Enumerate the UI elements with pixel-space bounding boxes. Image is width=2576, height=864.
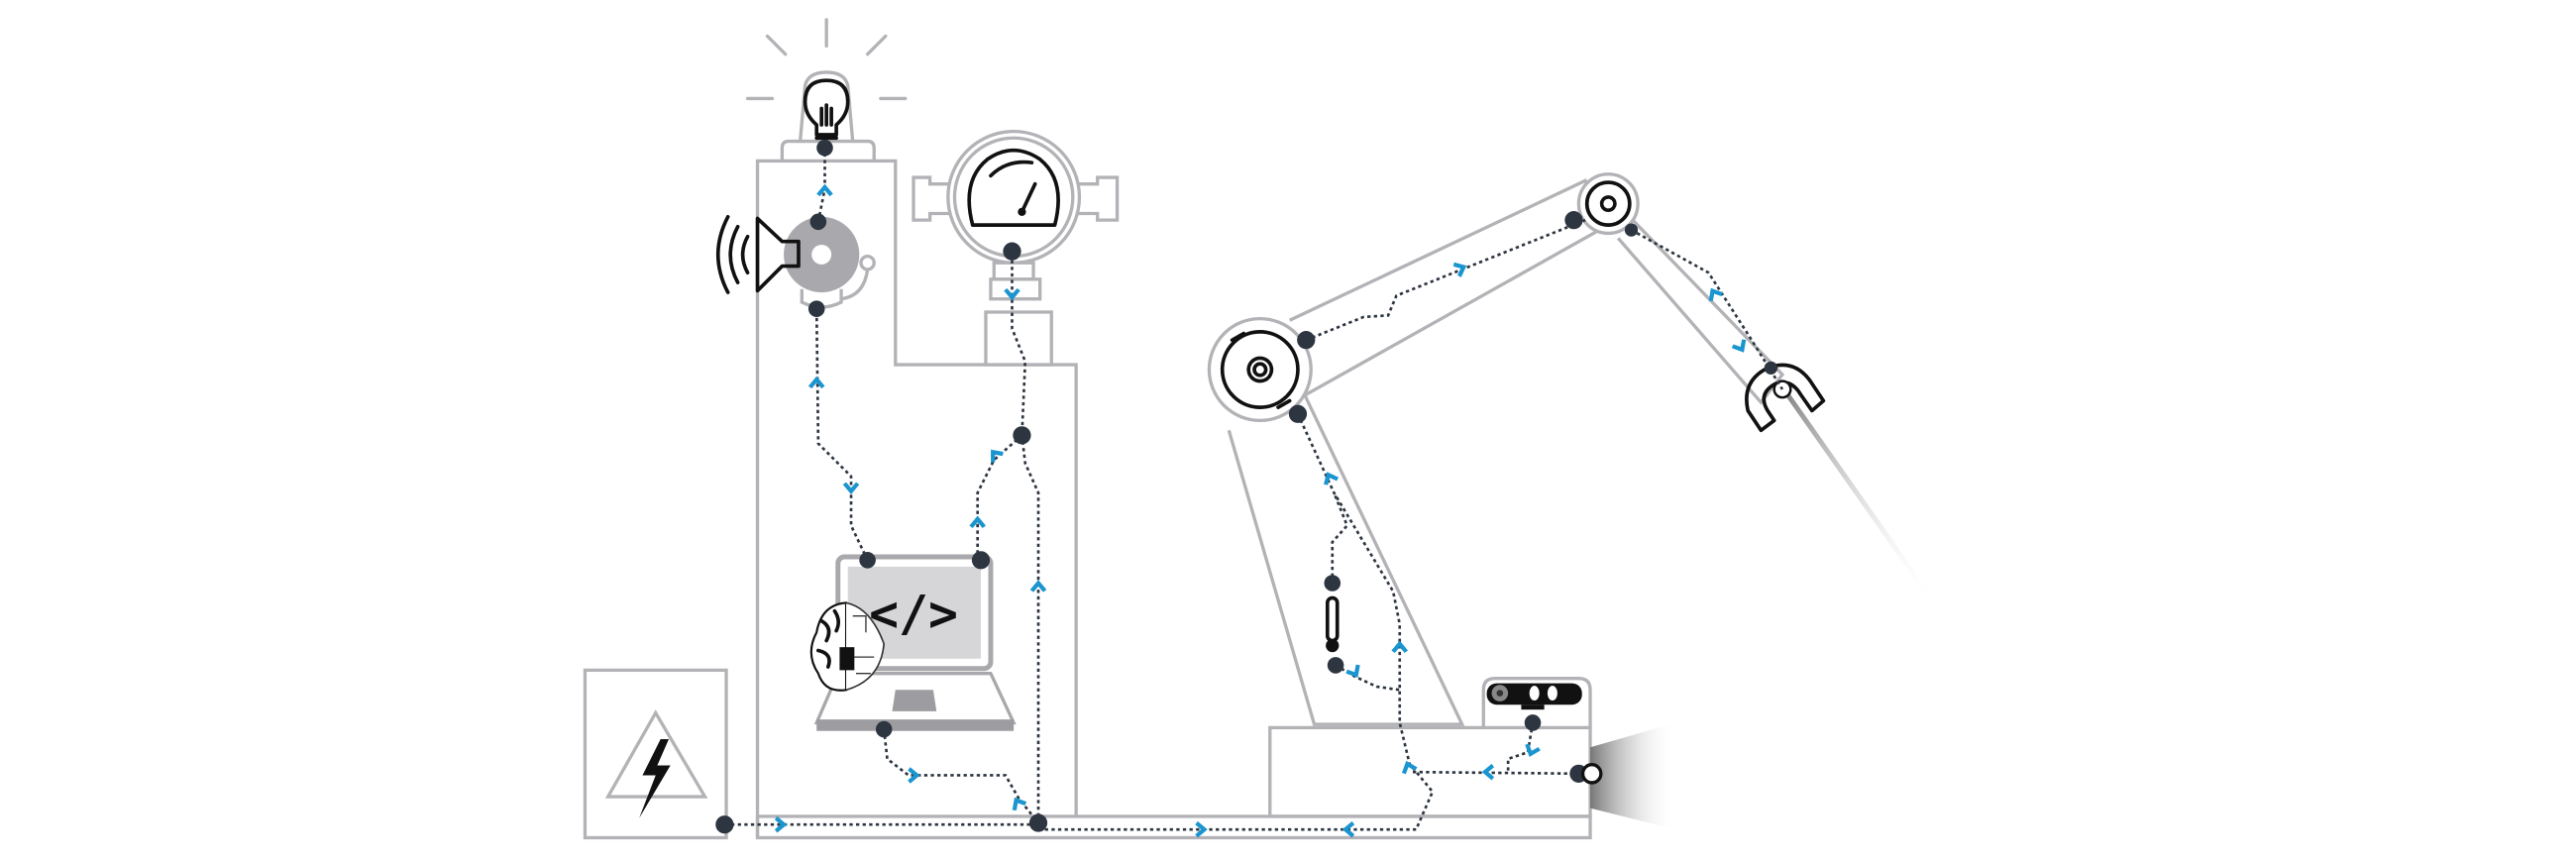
light-bulb-icon (803, 78, 850, 141)
thermometer-icon (1325, 595, 1340, 653)
camera-sensor (1481, 677, 1592, 728)
laptop: </> (809, 554, 1017, 731)
node-bell-bottom (807, 300, 825, 317)
laser-beam (1784, 392, 1938, 606)
light-emitter-icon (1580, 763, 1603, 785)
node-laptop-bottom (875, 720, 893, 738)
base-rail (755, 814, 1592, 840)
code-icon: </> (869, 586, 958, 643)
node-camera (1524, 714, 1542, 731)
flow-arrow-left (1342, 820, 1355, 838)
node-joint-upper (1297, 331, 1316, 350)
node-junction (1028, 813, 1048, 832)
node-bell-top (809, 213, 827, 231)
flow-arrow-down (1521, 742, 1542, 760)
sound-waves-icon (715, 215, 750, 294)
node-elbow-in (1564, 211, 1583, 230)
rotation-joint-small-icon (1584, 180, 1632, 227)
rotation-joint-icon (1220, 330, 1300, 409)
lightning-bolt-icon (639, 739, 671, 818)
alarm-bell (715, 215, 876, 309)
warning-triangle-icon (604, 709, 708, 799)
horn-icon (755, 216, 801, 293)
connection-nodes (715, 139, 1778, 834)
ai-brain-icon (809, 601, 886, 692)
flow-arrow-right (908, 767, 920, 784)
power-supply (583, 668, 728, 840)
pressure-gauge (912, 129, 1120, 367)
node-laptop-right (971, 551, 991, 570)
gauge-needle-icon (989, 160, 1037, 214)
node-gauge (1003, 242, 1021, 261)
node-power (715, 815, 734, 834)
light-cone (1590, 722, 1676, 830)
flow-arrow-right (774, 815, 788, 833)
node-thermometer-top (1324, 575, 1342, 592)
robot-base (1268, 722, 1676, 830)
robot-arm (1207, 172, 1938, 726)
node-joint-lower (1288, 404, 1308, 423)
warning-lamp (745, 18, 908, 162)
flow-arrow-up (984, 444, 1006, 465)
node-gauge-junction (1013, 426, 1031, 445)
node-lamp (816, 139, 833, 157)
node-elbow-out (1624, 223, 1639, 237)
node-gripper (1764, 361, 1778, 375)
node-thermometer-bottom (1327, 657, 1344, 674)
node-laptop-left (859, 552, 876, 569)
